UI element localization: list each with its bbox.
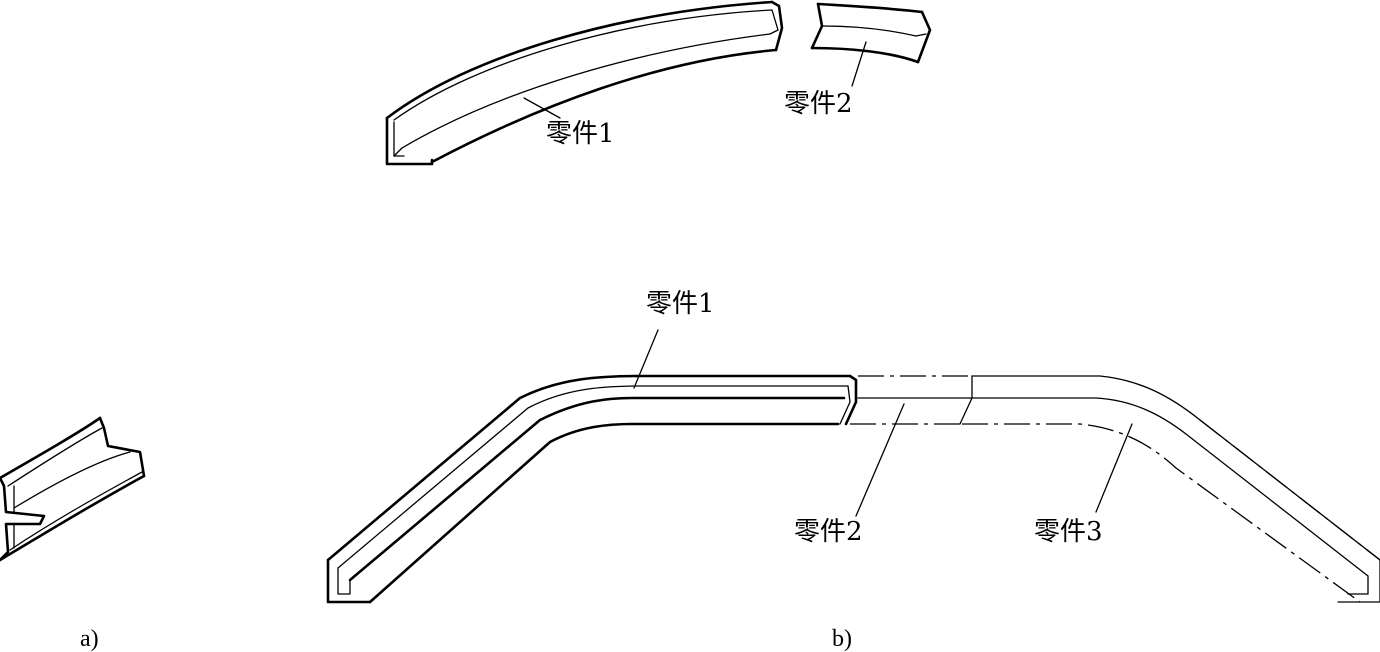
leader-top-part2: [851, 41, 867, 87]
detail-a-t-section: [0, 416, 146, 562]
bottom-part1-outline: [326, 374, 852, 562]
leader-bottom-part1: [633, 329, 659, 389]
top-part2-label: 零件2: [784, 89, 853, 119]
top-part2-segment: [810, 2, 932, 64]
bottom-part1-label: 零件1: [646, 289, 715, 319]
bottom-part3-outline: [971, 375, 1380, 561]
caption-a: a): [80, 626, 99, 652]
bottom-assembly-bent-angle: [326, 374, 1380, 604]
caption-b: b): [832, 626, 852, 652]
top-part1-label: 零件1: [546, 119, 615, 149]
bottom-part3-label: 零件3: [1034, 517, 1103, 547]
leader-bottom-part2: [855, 403, 905, 517]
leader-top-part1: [523, 97, 561, 119]
leader-bottom-part3: [1095, 423, 1133, 513]
top-part1-curved-angle: [385, 0, 784, 166]
bottom-part2-label: 零件2: [794, 517, 863, 547]
